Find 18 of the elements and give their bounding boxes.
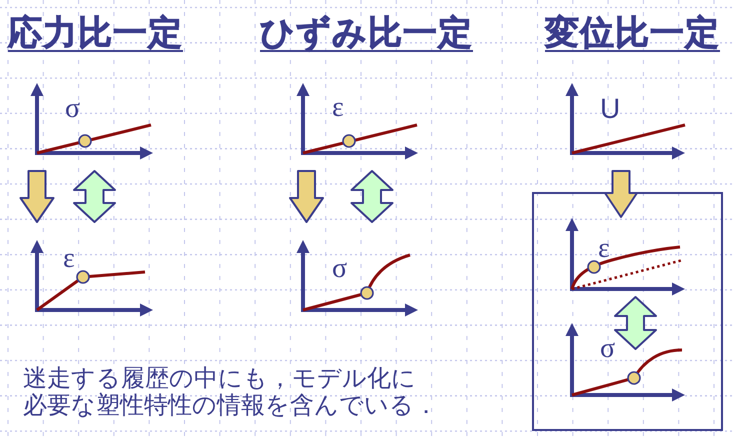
axis-label: U	[600, 94, 620, 122]
block-arrow	[289, 170, 324, 223]
double-arrow	[350, 170, 394, 223]
block-arrow	[604, 170, 638, 218]
column-heading: 変位比一定	[545, 16, 720, 52]
column-heading: ひずみ比一定	[260, 16, 473, 52]
axis-label: σ	[600, 334, 616, 362]
double-arrow	[73, 170, 116, 223]
axis-label: ε	[63, 244, 75, 272]
frame-box	[532, 192, 723, 431]
axis-label: ε	[598, 234, 610, 262]
column-heading: 応力比一定	[8, 16, 183, 52]
note-text: 迷走する履歴の中にも，モデル化に必要な塑性特性の情報を含んでいる．	[23, 365, 439, 419]
double-arrow	[614, 296, 657, 350]
axis-label: σ	[332, 254, 348, 282]
axis-label: ε	[332, 94, 344, 122]
axis-label: σ	[65, 94, 80, 122]
block-arrow	[20, 170, 54, 223]
